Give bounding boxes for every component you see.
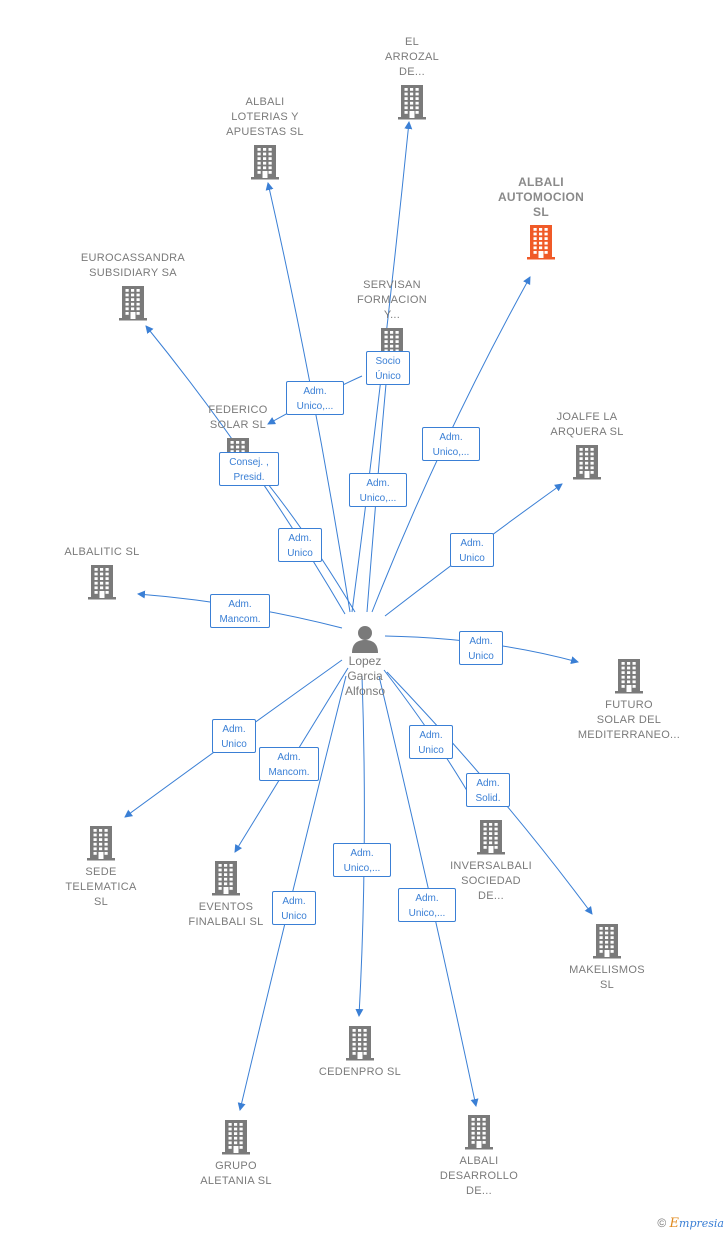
company-name: FEDERICO SOLAR SL: [208, 404, 268, 431]
relation-label-to-joalfe[interactable]: Adm. Unico: [450, 533, 494, 567]
company-name: FUTURO SOLAR DEL MEDITERRANEO...: [577, 699, 681, 741]
building-icon: [527, 225, 555, 260]
company-name: EVENTOS FINALBALI SL: [188, 901, 264, 928]
relation-label-to-loterias[interactable]: Adm. Unico,...: [286, 381, 344, 415]
company-node-eventos-finalbali[interactable]: EVENTOS FINALBALI SL: [176, 860, 276, 930]
company-name: ALBALI DESARROLLO DE...: [439, 1155, 519, 1197]
relation-label-to-federico[interactable]: Adm. Unico: [278, 528, 322, 562]
company-node-futuro-solar[interactable]: FUTURO SOLAR DEL MEDITERRANEO...: [569, 658, 689, 743]
company-node-cedenpro[interactable]: CEDENPRO SL: [310, 1025, 410, 1080]
company-node-el-arrozal[interactable]: EL ARROZAL DE...: [367, 35, 457, 120]
building-icon: [346, 1026, 374, 1061]
building-icon: [477, 820, 505, 855]
company-name: INVERSALBALI SOCIEDAD DE...: [450, 860, 532, 902]
brand-name: mpresia: [679, 1217, 724, 1230]
company-node-albalitic[interactable]: ALBALITIC SL: [52, 545, 152, 600]
relation-label-to-cedenpro[interactable]: Adm. Unico,...: [333, 843, 391, 877]
building-icon: [251, 145, 279, 180]
company-name: SEDE TELEMATICA SL: [65, 866, 137, 908]
company-name: GRUPO ALETANIA SL: [200, 1160, 272, 1187]
company-name: SERVISAN FORMACION Y...: [357, 279, 427, 321]
company-node-albali-automocion[interactable]: ALBALI AUTOMOCION SL: [486, 175, 596, 260]
relation-label-to-eventos[interactable]: Adm. Mancom.: [259, 747, 319, 781]
relation-label-to-sede[interactable]: Adm. Unico: [212, 719, 256, 753]
company-name: ALBALITIC SL: [64, 546, 140, 558]
building-icon: [398, 85, 426, 120]
company-node-albali-desarrollo[interactable]: ALBALI DESARROLLO DE...: [429, 1114, 529, 1199]
brand-initial: E: [669, 1216, 680, 1231]
building-icon: [465, 1115, 493, 1150]
relation-label-to-makelismos[interactable]: Adm. Solid.: [466, 773, 510, 807]
company-name: MAKELISMOS SL: [569, 964, 645, 991]
relation-label-to-grupo[interactable]: Adm. Unico: [272, 891, 316, 925]
company-node-grupo-aletania[interactable]: GRUPO ALETANIA SL: [186, 1119, 286, 1189]
company-node-joalfe[interactable]: JOALFE LA ARQUERA SL: [537, 410, 637, 480]
company-node-albali-loterias[interactable]: ALBALI LOTERIAS Y APUESTAS SL: [210, 95, 320, 180]
building-icon: [615, 659, 643, 694]
relation-label-to-futuro[interactable]: Adm. Unico: [459, 631, 503, 665]
company-name: CEDENPRO SL: [318, 1066, 402, 1078]
relation-label-to-desarrollo[interactable]: Adm. Unico,...: [398, 888, 456, 922]
person-node[interactable]: Lopez Garcia Alfonso: [330, 624, 400, 699]
relation-label-to-automocion[interactable]: Adm. Unico,...: [422, 427, 480, 461]
building-icon: [222, 1120, 250, 1155]
company-node-eurocassandra[interactable]: EUROCASSANDRA SUBSIDIARY SA: [68, 251, 198, 321]
building-icon: [212, 861, 240, 896]
building-icon: [119, 286, 147, 321]
relation-label-to-inversalbali[interactable]: Adm. Unico: [409, 725, 453, 759]
relation-label-servisan-federico[interactable]: Socio Único: [366, 351, 410, 385]
copyright-symbol: ©: [657, 1216, 667, 1230]
relation-label-to-albalitic[interactable]: Adm. Mancom.: [210, 594, 270, 628]
company-name: ALBALI LOTERIAS Y APUESTAS SL: [226, 96, 304, 138]
building-icon: [593, 924, 621, 959]
company-node-inversalbali[interactable]: INVERSALBALI SOCIEDAD DE...: [441, 819, 541, 904]
company-name: EL ARROZAL DE...: [384, 36, 440, 78]
building-icon: [88, 565, 116, 600]
relation-label-to-arrozal[interactable]: Adm. Unico,...: [349, 473, 407, 507]
company-node-sede-telematica[interactable]: SEDE TELEMATICA SL: [51, 825, 151, 910]
person-icon: [352, 626, 378, 653]
company-node-makelismos[interactable]: MAKELISMOS SL: [557, 923, 657, 993]
company-name: EUROCASSANDRA SUBSIDIARY SA: [80, 252, 186, 279]
person-name: Lopez Garcia Alfonso: [344, 654, 386, 698]
building-icon: [573, 445, 601, 480]
brand-footer: © Empresia: [657, 1216, 724, 1231]
company-name: JOALFE LA ARQUERA SL: [550, 411, 624, 438]
building-icon: [87, 826, 115, 861]
relation-label-to-eurocassandra[interactable]: Consej. , Presid.: [219, 452, 279, 486]
company-name: ALBALI AUTOMOCION SL: [497, 175, 585, 219]
